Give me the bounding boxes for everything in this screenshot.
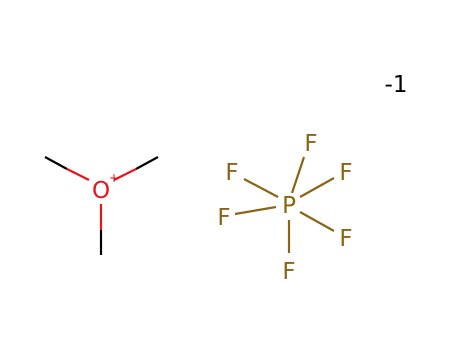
fluorine-atom-label: F (339, 160, 352, 186)
bond-p-f-lower-right (299, 211, 335, 232)
bond-methyl-right-inner (113, 168, 137, 181)
fluorine-atom-label: F (217, 205, 230, 231)
bond-p-f-left (234, 205, 277, 216)
oxygen-charge-label: + (109, 171, 119, 185)
net-charge-label: -1 (385, 72, 408, 98)
fluorine-atom-label: F (225, 160, 238, 186)
bond-p-f-upper-left (243, 178, 279, 198)
phosphorus-atom-label: P (282, 193, 296, 219)
fluorine-atom-label: F (282, 259, 295, 285)
fluorine-atom-label: F (339, 226, 352, 252)
bond-methyl-left-outer (44, 156, 68, 170)
bond-methyl-left-inner (66, 168, 90, 181)
fluorine-atom-label: F (304, 131, 317, 157)
bond-methyl-right-outer (135, 156, 159, 170)
bond-p-f-top (290, 156, 306, 194)
bond-p-f-upper-right (299, 177, 335, 198)
trimethyloxonium-cation: O + (44, 156, 159, 255)
oxygen-atom-label: O (92, 178, 110, 204)
hexafluorophosphate-anion: P F F F F F F (217, 131, 352, 285)
